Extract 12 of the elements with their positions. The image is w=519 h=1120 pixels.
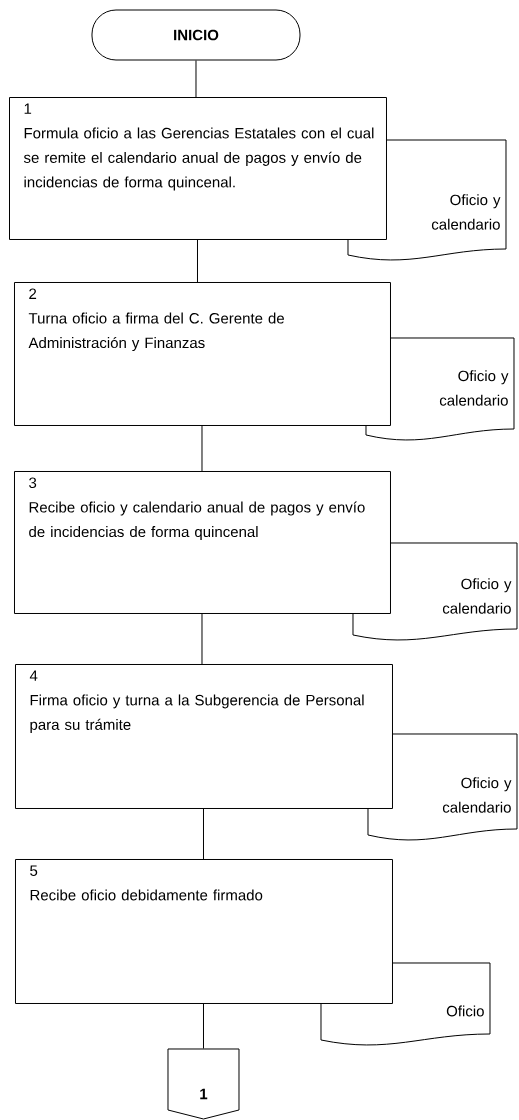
connector-line [197,239,198,283]
off-page-connector: 1 [167,1048,240,1120]
process-box: 3 Recibe oficio y calendario anual de pagos y envío de incidencias de forma quincenal [14,471,391,614]
process-box: 2 Turna oficio a firma del C. Gerente de Administración y Finanzas [14,282,391,426]
start-terminator: INICIO [91,9,301,61]
process-box: 4 Firma oficio y turna a la Subgerencia de Personal para su trámite [15,664,393,809]
connector-line [203,808,204,860]
connector-line [201,425,203,472]
process-box: 1 Formula oficio a las Gerencias Estatales con el cual se remite el calendario anual de pagos y envío de incidencias de forma quincenal. [9,97,387,240]
connector-line [195,60,197,98]
connector-line [203,1003,204,1049]
connector-line [201,613,203,665]
